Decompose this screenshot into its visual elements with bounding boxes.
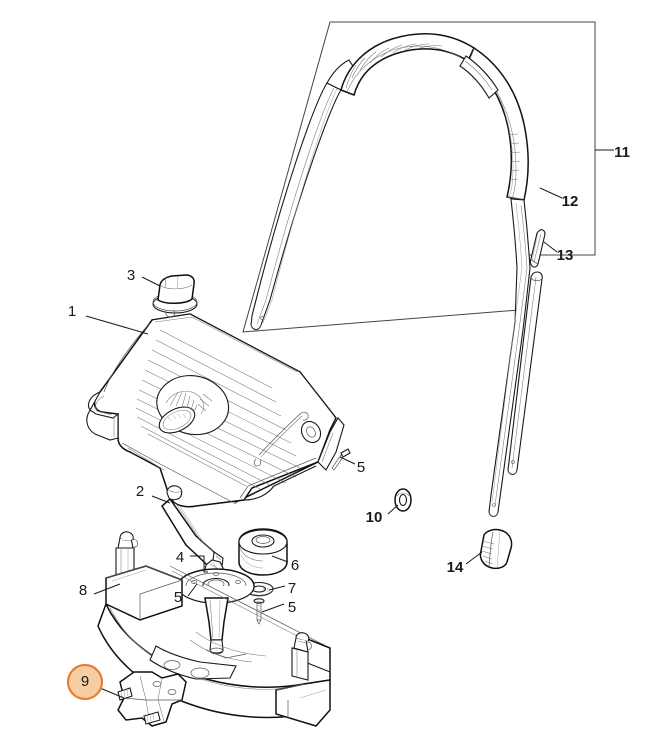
callout-label-8[interactable]: 8: [79, 582, 87, 599]
callout-labels: 1 2 3 4 5 5 5 6 7 8 9 10 11 12 13 14: [68, 144, 630, 690]
bracket-right-post: [291, 632, 312, 681]
filler-cap-drawing: [152, 274, 198, 318]
end-cap-drawing: [479, 528, 513, 570]
lever-arm-drawing: [161, 485, 224, 571]
deck-right-corner: [317, 417, 345, 471]
hub-flange-drawing: [177, 568, 255, 655]
handle-assembly-drawing: [250, 33, 546, 518]
deck-left-wing: [86, 390, 119, 441]
callout-label-5-washer[interactable]: 5: [288, 599, 296, 616]
bushing-drawing: [238, 528, 288, 576]
highlight-circle-part-9[interactable]: [66, 663, 104, 701]
deck-vent-opening: [156, 375, 230, 436]
grommet-drawing: [394, 488, 412, 512]
callout-label-1[interactable]: 1: [68, 303, 76, 320]
handle-right-upper-tube: [459, 55, 499, 99]
callout-label-7[interactable]: 7: [288, 580, 296, 597]
callout-label-12[interactable]: 12: [562, 193, 579, 210]
callout-label-2[interactable]: 2: [136, 483, 144, 500]
callout-label-5-deck[interactable]: 5: [357, 459, 365, 476]
screw-drawing-right-top: [331, 448, 351, 471]
handle-right-tube: [488, 198, 531, 518]
deck-rod-detail: [253, 411, 322, 467]
handle-left-tube: [250, 82, 342, 331]
callout-label-5-hub[interactable]: 5: [174, 589, 182, 606]
callout-label-4[interactable]: 4: [176, 549, 184, 566]
frame-bracket-drawing: [97, 531, 331, 727]
callout-label-10[interactable]: 10: [366, 509, 383, 526]
deck-cover-drawing: [86, 313, 345, 508]
callout-label-9[interactable]: 9: [81, 673, 89, 690]
handle-inner-rod: [507, 271, 543, 476]
callout-label-11[interactable]: 11: [614, 144, 630, 161]
callout-label-14[interactable]: 14: [447, 559, 464, 576]
cable-clip-drawing: [529, 229, 546, 268]
mounting-plate-drawing: [117, 671, 187, 727]
handle-grip-drawing: [340, 33, 529, 201]
callout-label-3[interactable]: 3: [127, 267, 135, 284]
callout-label-6[interactable]: 6: [291, 557, 299, 574]
screw-drawing-right-bottom: [253, 598, 265, 625]
callout-label-13[interactable]: 13: [557, 247, 574, 264]
leader-lines: [85, 149, 614, 699]
